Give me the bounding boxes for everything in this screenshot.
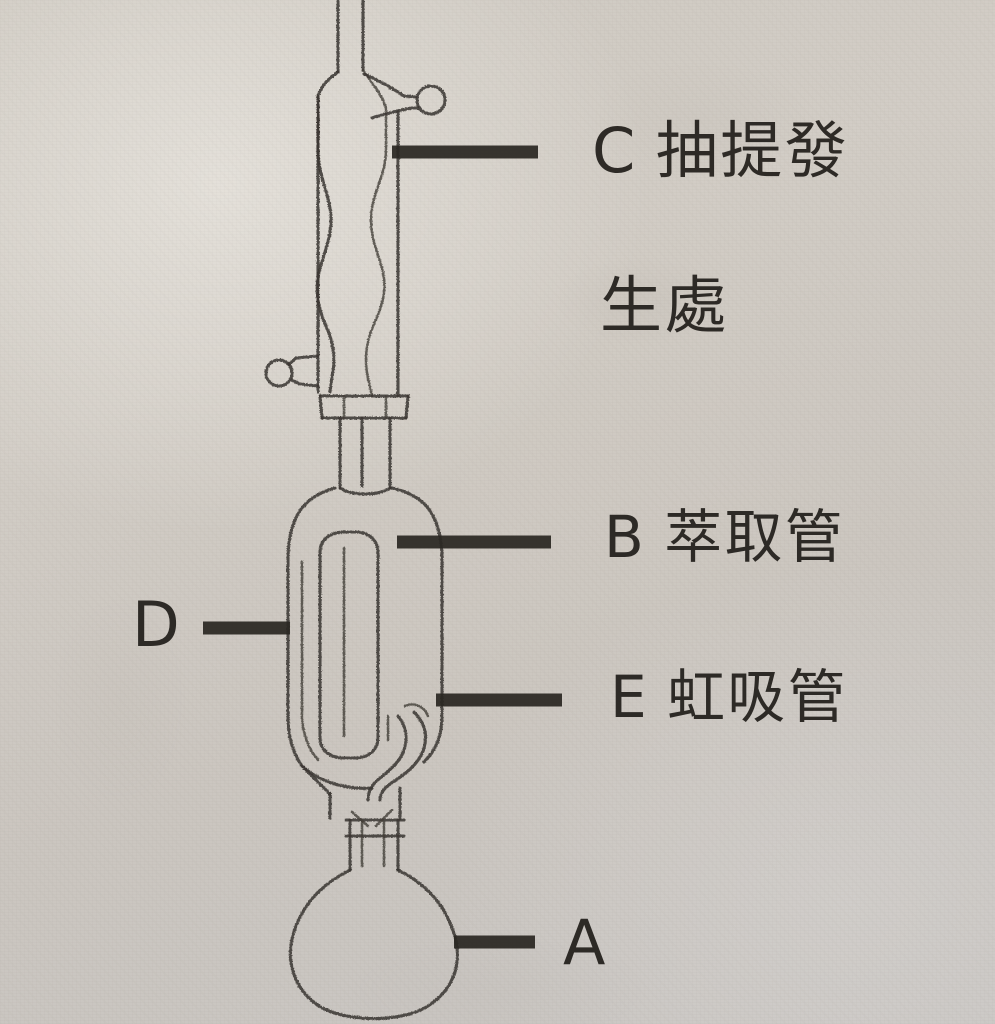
- extraction-chamber-left-wall: [286, 486, 337, 796]
- extraction-thimble: [318, 530, 380, 760]
- joint-cone-bottom: [338, 486, 392, 496]
- label-e-letter: E: [610, 663, 649, 731]
- extraction-chamber-right-wall: [390, 486, 444, 764]
- label-c-letter: C: [592, 114, 638, 187]
- siphon-tube-elbow: [403, 703, 430, 718]
- condenser-upper-sidearm-top: [362, 72, 418, 99]
- label-d-letter: D: [132, 588, 183, 661]
- condenser-upper-sidearm-bottom: [370, 106, 420, 120]
- label-a-letter: A: [563, 906, 608, 979]
- flask-body: [288, 868, 459, 1021]
- joint-upper-left-edge: [318, 394, 324, 420]
- label-c-line1: 抽提發: [655, 114, 850, 187]
- condenser-lower-hose-barb-icon: [264, 358, 294, 388]
- condenser-group: [264, 0, 447, 496]
- label-a: A: [563, 912, 608, 974]
- joint-upper-right-edge: [404, 394, 410, 420]
- label-e-line1: 虹吸管: [666, 663, 848, 731]
- condenser-jacket-left-wall: [315, 70, 340, 394]
- round-bottom-flask-group: [288, 868, 459, 1021]
- joint-lower-cross-2: [374, 808, 394, 828]
- condenser-lower-sidearm-bottom: [290, 378, 320, 388]
- leader-lines: [203, 145, 562, 949]
- label-c-line2: 生處: [600, 269, 729, 342]
- label-d: D: [132, 594, 182, 656]
- chamber-bottom-curve: [300, 764, 374, 790]
- flask-joint-group: [344, 808, 406, 872]
- extraction-chamber-left-inner-wall: [300, 560, 320, 762]
- label-b-line1: 萃取管: [664, 503, 846, 571]
- condenser-upper-hose-barb-icon: [415, 84, 447, 116]
- label-b-letter: B: [604, 503, 647, 571]
- siphon-tube-group: [366, 703, 430, 802]
- label-c-line2-wrap: 生處: [600, 275, 729, 337]
- condenser-inner-bulb-tube: [361, 68, 388, 398]
- condenser-lower-sidearm-top: [287, 354, 320, 366]
- joint-lower-cross-1: [350, 810, 370, 828]
- siphon-tube-outer: [378, 710, 428, 802]
- siphon-tube-inner: [366, 714, 408, 802]
